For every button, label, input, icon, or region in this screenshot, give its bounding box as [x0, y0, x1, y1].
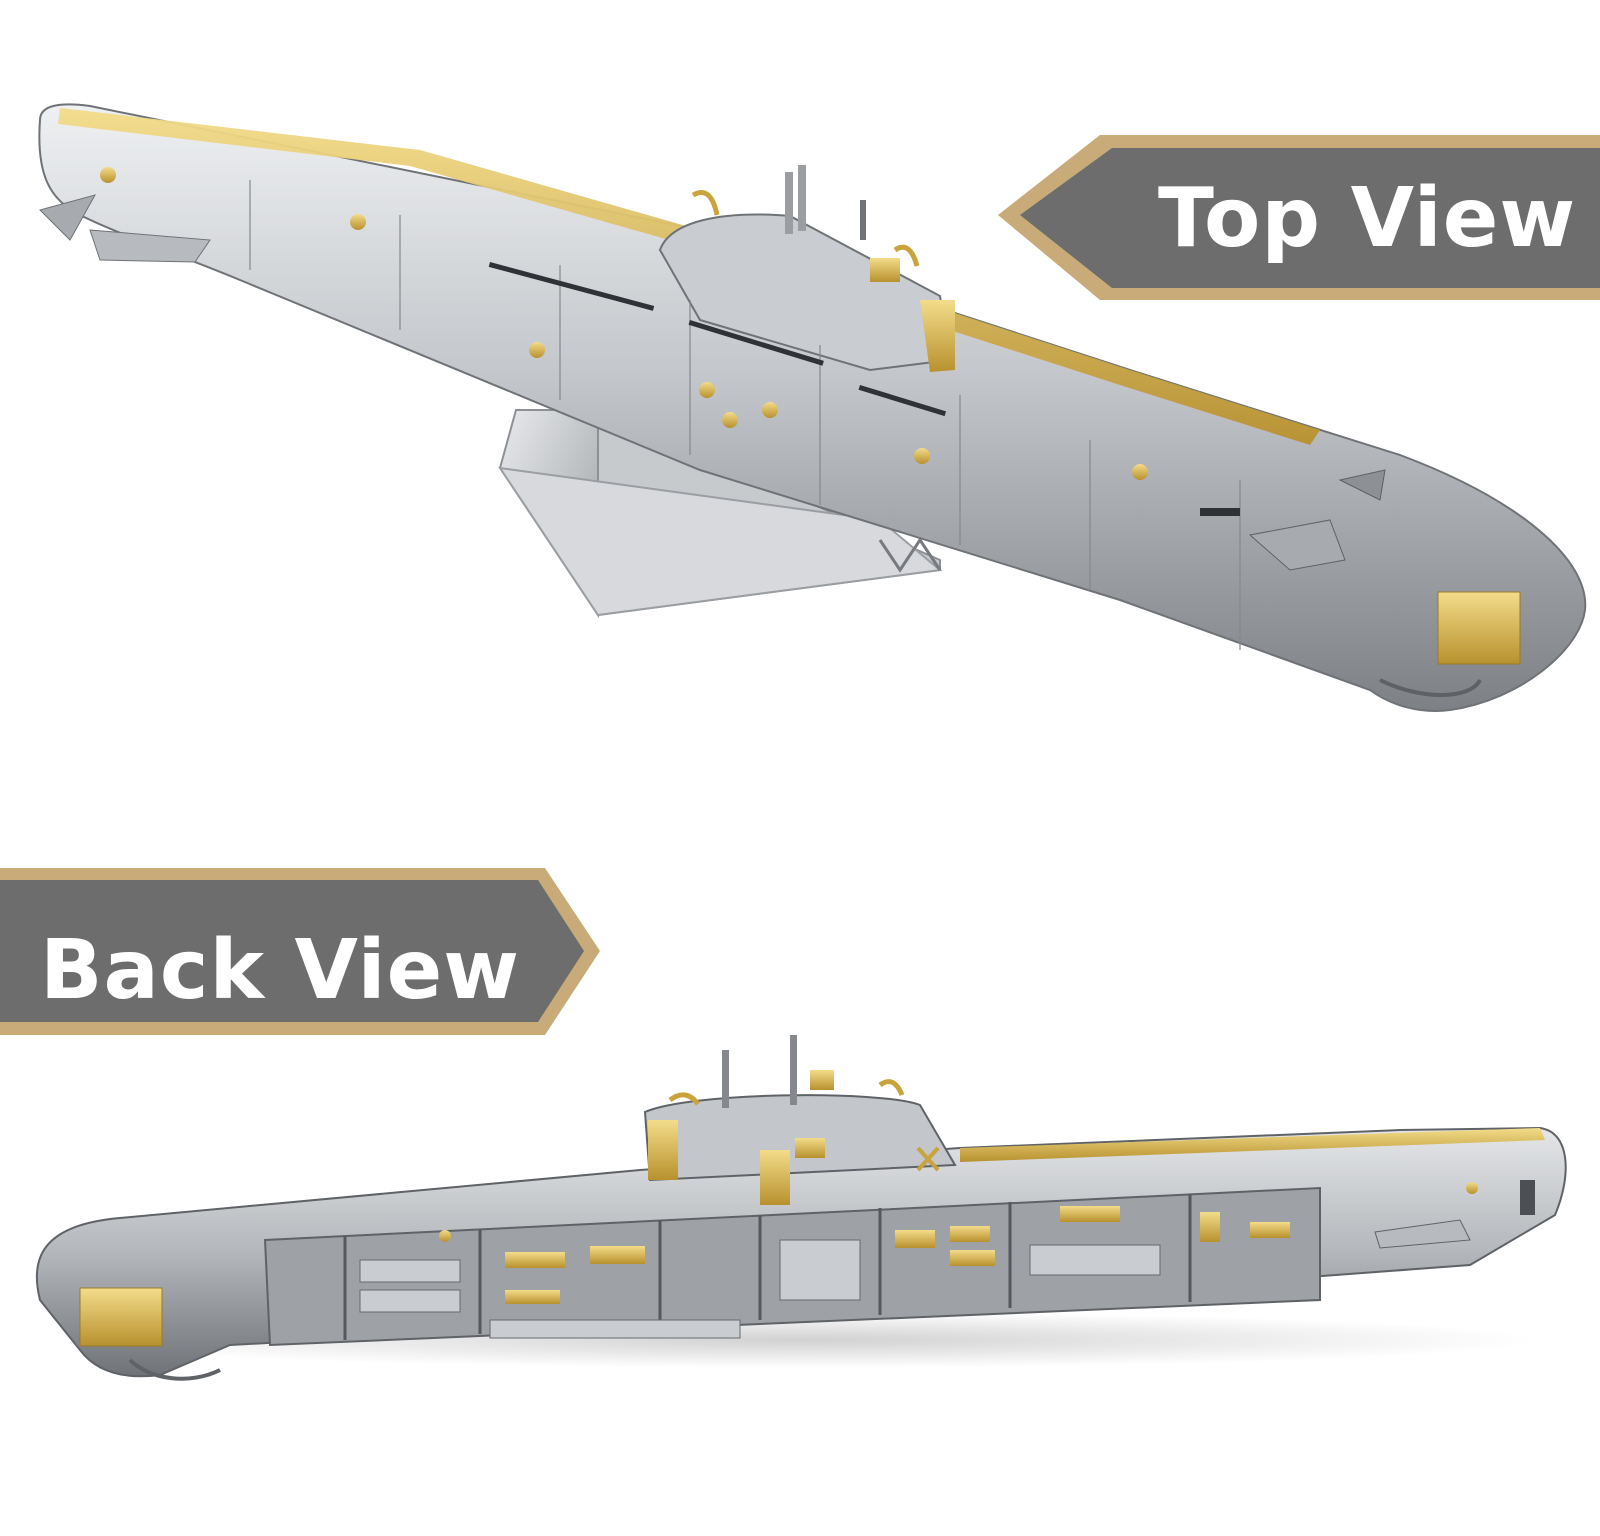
submarine-model-top: [38, 103, 1587, 712]
back-conning-tower: [643, 1035, 957, 1205]
display-stand: [497, 408, 943, 619]
back-view-banner: [0, 868, 600, 1035]
top-view-banner: [998, 135, 1600, 300]
back-view-label: Back View: [40, 923, 521, 1018]
top-conning-tower: [658, 165, 955, 372]
submarine-model-back-cutaway: [35, 1035, 1567, 1381]
top-hull: [38, 103, 1587, 712]
top-view-label: Top View: [1158, 171, 1577, 266]
cutaway-interior: [263, 1186, 1321, 1347]
